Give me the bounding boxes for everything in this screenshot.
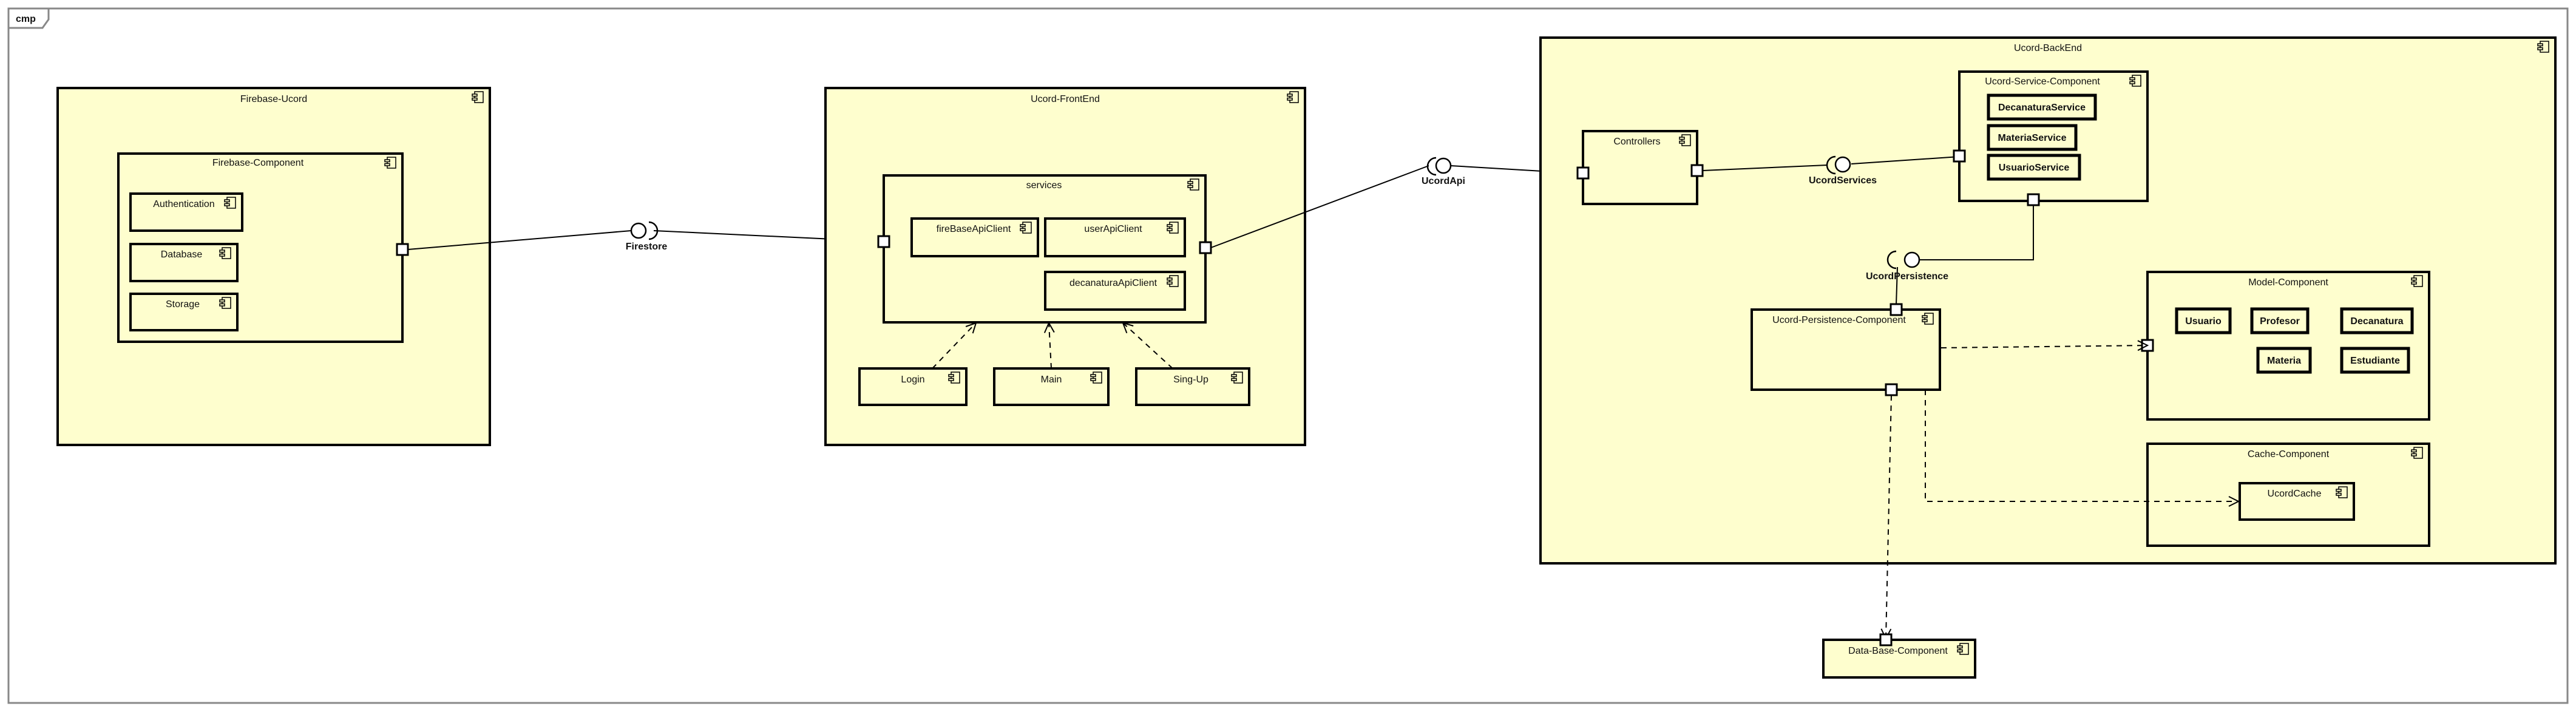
backend-component[interactable]: Ucord-BackEnd	[1539, 36, 2557, 565]
signup-component[interactable]: Sing-Up	[1135, 367, 1250, 406]
ucord-cache-component[interactable]: UcordCache	[2239, 482, 2355, 521]
decanatura-label: Decanatura	[2350, 316, 2403, 327]
login-component[interactable]: Login	[858, 367, 968, 406]
materia-service-label: MateriaService	[1998, 133, 2067, 143]
ucordapi-interface[interactable]: UcordApi	[1422, 157, 1465, 186]
usuario-class[interactable]: Usuario	[2175, 307, 2232, 334]
login-label: Login	[901, 375, 924, 385]
profesor-label: Profesor	[2260, 316, 2300, 327]
service-left-port[interactable]	[1953, 149, 1966, 163]
signup-label: Sing-Up	[1173, 375, 1208, 385]
frontend-component[interactable]: Ucord-FrontEnd	[824, 87, 1306, 446]
ucordservices-provided-link	[1851, 156, 1960, 165]
firebase-port[interactable]	[396, 243, 409, 256]
signup-dependency	[1123, 323, 1173, 369]
services-title: services	[1026, 180, 1062, 191]
ucordservices-label: UcordServices	[1809, 175, 1877, 186]
services-left-port[interactable]	[877, 235, 890, 248]
main-dependency	[1049, 323, 1051, 369]
firestore-provided-link	[407, 230, 632, 250]
decanatura-service-class[interactable]: DecanaturaService	[1987, 93, 2097, 121]
decanatura-api-client-label: decanaturaApiClient	[1069, 278, 1158, 288]
estudiante-label: Estudiante	[2350, 356, 2400, 366]
backend-title: Ucord-BackEnd	[2014, 43, 2082, 53]
materia-label: Materia	[2267, 356, 2301, 366]
firestore-label: Firestore	[626, 242, 668, 252]
ucord-cache-label: UcordCache	[2268, 489, 2322, 499]
persistence-component[interactable]: Ucord-Persistence-Component	[1751, 308, 1941, 391]
ucordpersistence-interface[interactable]: UcordPersistence	[1866, 250, 1948, 282]
ucordpersistence-provided-link	[1919, 205, 2034, 260]
service-bottom-port[interactable]	[2027, 193, 2040, 206]
frontend-title: Ucord-FrontEnd	[1031, 94, 1100, 104]
database-root-label: Data-Base-Component	[1848, 646, 1948, 656]
service-component-title: Ucord-Service-Component	[1985, 76, 2100, 87]
ucordpersistence-label: UcordPersistence	[1866, 271, 1948, 282]
ucordservices-interface[interactable]: UcordServices	[1809, 155, 1877, 186]
estudiante-class[interactable]: Estudiante	[2340, 347, 2410, 374]
ucordapi-label: UcordApi	[1422, 176, 1465, 186]
authentication-label: Authentication	[153, 199, 214, 209]
ucordpersistence-required-link	[1896, 266, 1898, 305]
usuario-label: Usuario	[2185, 316, 2222, 327]
persistence-component-title: Ucord-Persistence-Component	[1772, 315, 1906, 325]
materia-class[interactable]: Materia	[2256, 347, 2312, 374]
cache-component[interactable]: Cache-Component	[2146, 443, 2430, 547]
model-component-title: Model-Component	[2248, 277, 2328, 288]
services-right-port[interactable]	[1199, 241, 1212, 254]
login-dependency	[932, 323, 976, 369]
firebase-ucord-component[interactable]: Firebase-Ucord	[56, 87, 491, 446]
controllers-right-port[interactable]	[1690, 164, 1704, 177]
profesor-class[interactable]: Profesor	[2250, 307, 2310, 334]
database-root-component[interactable]: Data-Base-Component	[1822, 639, 1976, 679]
service-component[interactable]: Ucord-Service-Component	[1958, 70, 2149, 202]
frame-label: cmp	[16, 14, 36, 24]
database-component[interactable]: Database	[129, 243, 239, 282]
user-api-client-component[interactable]: userApiClient	[1044, 217, 1186, 257]
persistence-model-dependency	[1940, 345, 2147, 348]
firebase-api-client-label: fireBaseApiClient	[937, 224, 1011, 234]
authentication-component[interactable]: Authentication	[129, 192, 243, 232]
usuario-service-class[interactable]: UsuarioService	[1987, 154, 2081, 181]
user-api-client-label: userApiClient	[1084, 224, 1142, 234]
usuario-service-label: UsuarioService	[1999, 163, 2070, 173]
ucordservices-required-link	[1702, 165, 1828, 171]
decanatura-api-client-component[interactable]: decanaturaApiClient	[1044, 271, 1186, 311]
firebase-ucord-title: Firebase-Ucord	[240, 94, 307, 104]
materia-service-class[interactable]: MateriaService	[1987, 124, 2078, 151]
firebase-component-title: Firebase-Component	[212, 158, 304, 168]
main-label: Main	[1041, 375, 1062, 385]
decanatura-service-label: DecanaturaService	[1998, 103, 2086, 113]
storage-label: Storage	[166, 299, 200, 310]
controllers-label: Controllers	[1613, 137, 1660, 147]
ucordapi-required-link	[1210, 165, 1429, 248]
persistence-cache-dependency	[1925, 390, 2239, 501]
database-label: Database	[161, 249, 203, 260]
persistence-top-port[interactable]	[1890, 303, 1903, 316]
firestore-interface[interactable]: Firestore	[626, 221, 668, 252]
cache-component-title: Cache-Component	[2248, 449, 2330, 460]
firebase-api-client-component[interactable]: fireBaseApiClient	[910, 217, 1039, 257]
decanatura-class[interactable]: Decanatura	[2340, 307, 2414, 334]
persistence-bottom-port[interactable]	[1885, 383, 1898, 396]
storage-component[interactable]: Storage	[129, 293, 239, 331]
database-root-port[interactable]	[1879, 633, 1893, 646]
controllers-left-port[interactable]	[1576, 166, 1590, 180]
